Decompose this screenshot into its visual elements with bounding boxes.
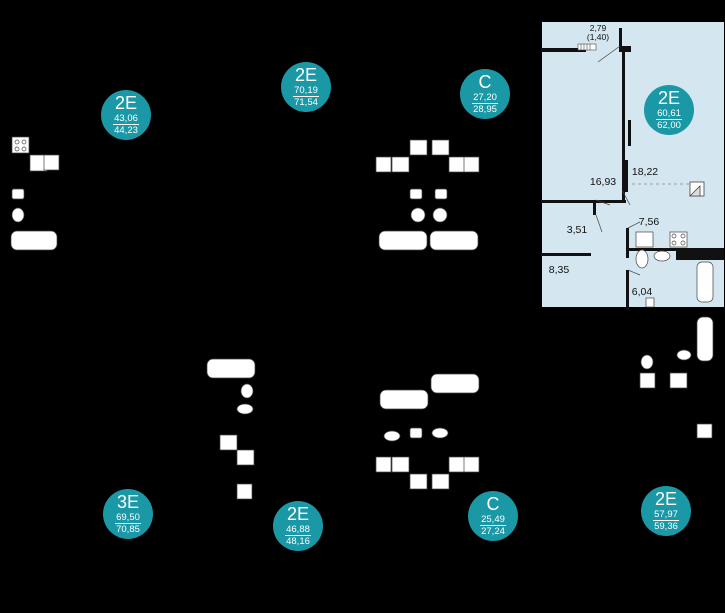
room-kitchen-living-area: 16,93 bbox=[589, 176, 617, 188]
apartment-badge-5[interactable]: 3E 69,50 70,85 bbox=[103, 489, 153, 539]
apartment-area-living: 27,20 bbox=[472, 92, 498, 104]
fixtures-apt-5-6 bbox=[206, 358, 256, 500]
bath-fixtures-icon bbox=[635, 231, 714, 308]
apartment-type: 2E bbox=[114, 93, 138, 113]
apartment-area-total: 27,24 bbox=[481, 526, 505, 537]
apartment-type: С bbox=[478, 72, 492, 92]
room-balcony-label: 2,79 (1,40) bbox=[586, 23, 610, 42]
room-hall-area: 8,35 bbox=[548, 264, 570, 276]
fixtures-apt-2-3 bbox=[375, 139, 480, 251]
apartment-badge-3[interactable]: С 27,20 28,95 bbox=[460, 69, 510, 119]
apartment-area-total: 62,00 bbox=[657, 120, 681, 131]
balcony-radiator-icon bbox=[577, 43, 597, 51]
apartment-badge-6[interactable]: 2E 46,88 48,16 bbox=[273, 501, 323, 551]
door-swings bbox=[595, 45, 641, 276]
apartment-badge-7[interactable]: С 25,49 27,24 bbox=[468, 491, 518, 541]
apartment-area-total: 44,23 bbox=[114, 125, 138, 136]
fixtures-apt-7 bbox=[375, 373, 480, 490]
apartment-walls bbox=[541, 28, 724, 310]
apartment-area-living: 43,06 bbox=[113, 113, 139, 125]
apartment-area-living: 60,61 bbox=[656, 108, 682, 120]
apartment-area-total: 59,36 bbox=[654, 521, 678, 532]
apartment-type: 2E bbox=[654, 489, 678, 509]
apartment-type: С bbox=[486, 494, 500, 514]
apartment-area-living: 57,97 bbox=[653, 509, 679, 521]
apartment-area-living: 69,50 bbox=[115, 512, 141, 524]
apartment-area-total: 48,16 bbox=[286, 536, 310, 547]
room-bedroom-area: 18,22 bbox=[631, 166, 659, 178]
room-wc-area: 3,51 bbox=[566, 224, 588, 236]
apartment-type: 2E bbox=[294, 65, 318, 85]
fixtures-apt-8 bbox=[639, 316, 714, 439]
room-bathroom-area: 7,56 bbox=[638, 216, 660, 228]
apartment-area-living: 70,19 bbox=[293, 85, 319, 97]
apartment-type: 2E bbox=[657, 88, 681, 108]
apartment-badge-8[interactable]: 2E 57,97 59,36 bbox=[641, 486, 691, 536]
apartment-badge-4-selected[interactable]: 2E 60,61 62,00 bbox=[644, 85, 694, 135]
stove-icon bbox=[689, 181, 705, 197]
apartment-badge-1[interactable]: 2E 43,06 44,23 bbox=[101, 90, 151, 140]
apartment-type: 2E bbox=[286, 504, 310, 524]
apartment-area-total: 28,95 bbox=[473, 104, 497, 115]
apartment-badge-2[interactable]: 2E 70,19 71,54 bbox=[281, 62, 331, 112]
apartment-type: 3E bbox=[116, 492, 140, 512]
fixtures-apt-1 bbox=[10, 136, 60, 251]
apartment-area-total: 71,54 bbox=[294, 97, 318, 108]
apartment-area-total: 70,85 bbox=[116, 524, 140, 535]
apartment-area-living: 25,49 bbox=[480, 514, 506, 526]
room-corridor-area: 6,04 bbox=[631, 286, 653, 298]
apartment-area-living: 46,88 bbox=[285, 524, 311, 536]
